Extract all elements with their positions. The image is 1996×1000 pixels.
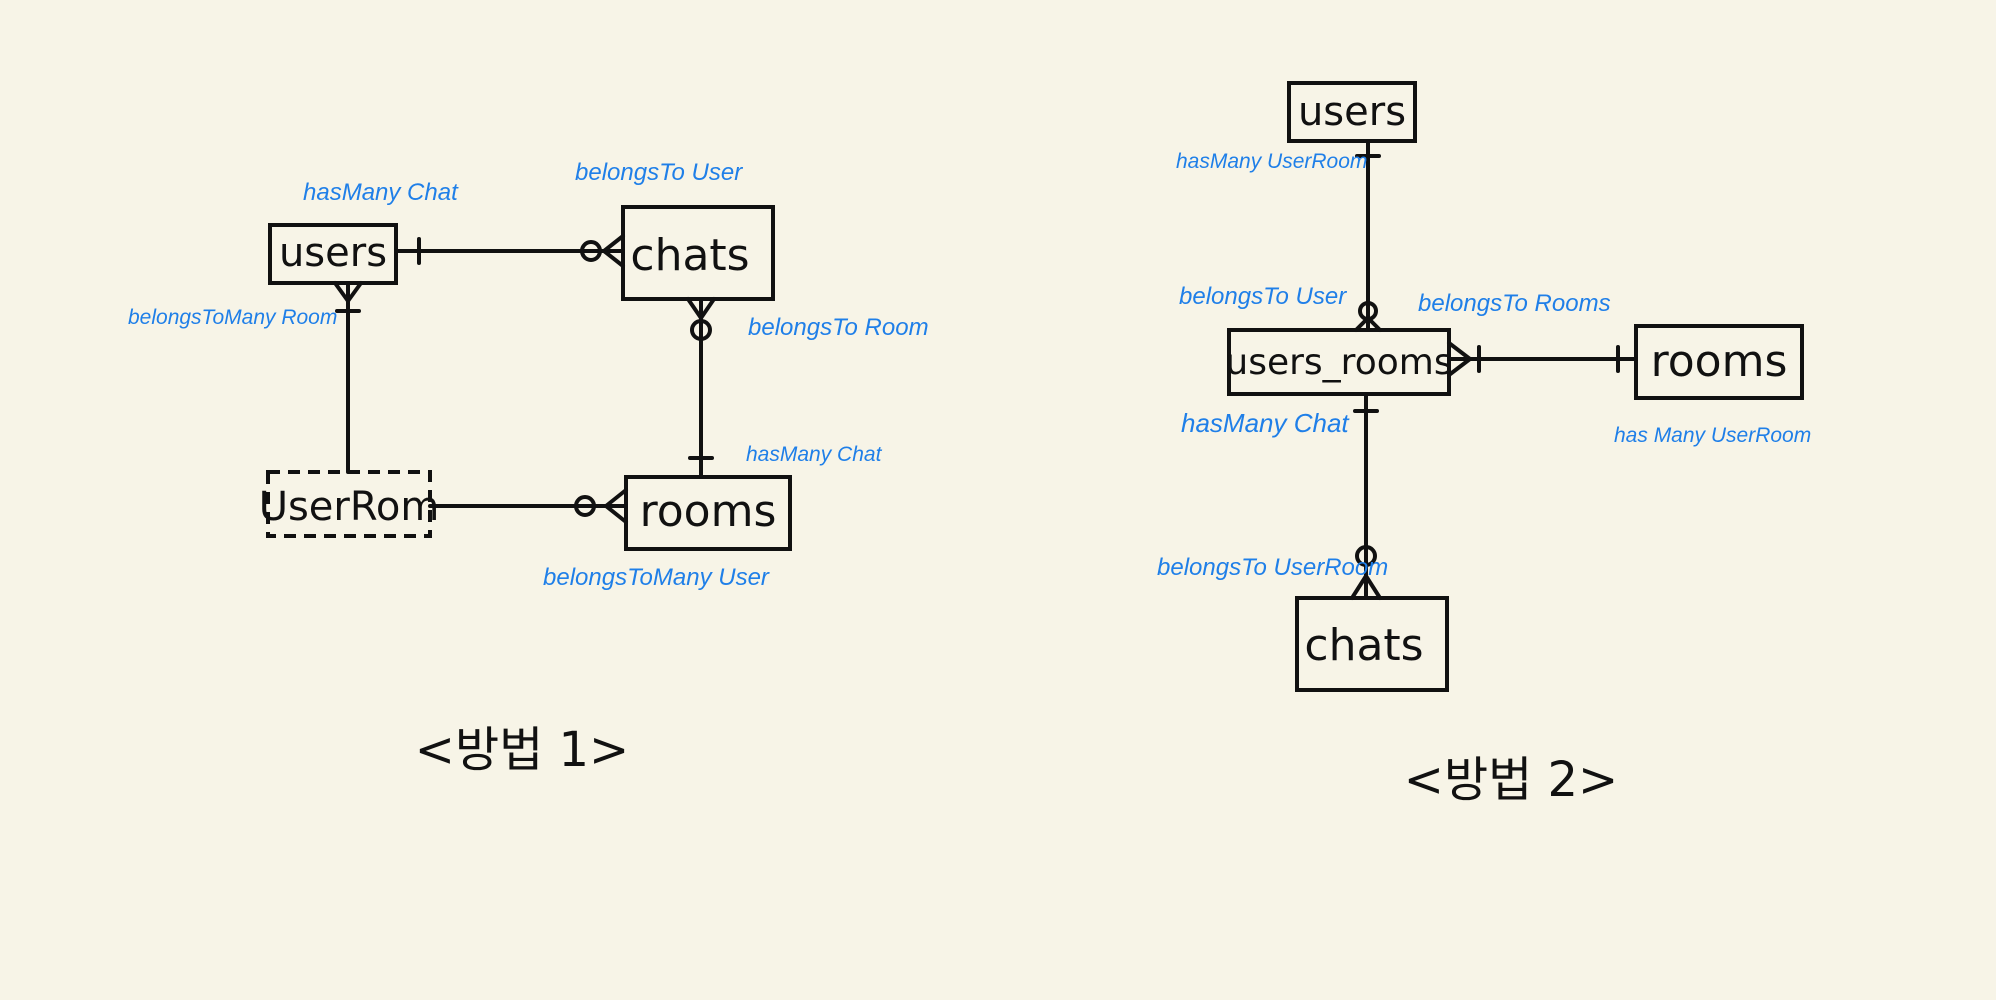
connector-chats-rooms-1 bbox=[686, 297, 716, 479]
rel-chats-belongsto-room-1: belongsTo Room bbox=[748, 314, 929, 341]
rel-usersrooms-belongsto-user-2: belongsTo User bbox=[1179, 283, 1347, 310]
entity-label: UserRom bbox=[259, 484, 440, 530]
rel-rooms-belongstomany-user-1: belongsToMany User bbox=[543, 564, 770, 591]
entity-rooms-2[interactable]: rooms bbox=[1634, 324, 1804, 400]
entity-userrom-1[interactable]: UserRom bbox=[259, 470, 440, 538]
rel-users-hasmany-chat-1: hasMany Chat bbox=[303, 179, 459, 206]
entity-chats-1[interactable]: chats bbox=[621, 205, 775, 301]
rel-chats-belongsto-user-1: belongsTo User bbox=[575, 159, 743, 186]
connector-users-userrom-1 bbox=[333, 281, 363, 474]
rel-rooms-hasmany-userroom-2: has Many UserRoom bbox=[1614, 424, 1811, 447]
diagram-1-caption: <방법 1> bbox=[415, 722, 630, 778]
entity-label: chats bbox=[1304, 620, 1423, 671]
diagram-2: users users_rooms rooms chats bbox=[1157, 81, 1811, 808]
rel-usersrooms-belongsto-rooms-2: belongsTo Rooms bbox=[1418, 290, 1611, 317]
diagram-1: users chats UserRom rooms bbox=[128, 159, 929, 778]
entity-label: users bbox=[1298, 89, 1406, 135]
entity-rooms-1[interactable]: rooms bbox=[624, 475, 792, 551]
entity-label: rooms bbox=[640, 486, 777, 537]
connector-userrom-rooms-1 bbox=[428, 488, 628, 524]
diagram-2-caption: <방법 2> bbox=[1404, 752, 1619, 808]
rel-chats-belongsto-userroom-2: belongsTo UserRoom bbox=[1157, 554, 1388, 581]
entity-label: users_rooms bbox=[1225, 342, 1452, 383]
connector-usersrooms-rooms-2 bbox=[1447, 341, 1638, 377]
connector-users-chats-1 bbox=[394, 234, 625, 268]
rel-rooms-hasmany-chat-1: hasMany Chat bbox=[746, 443, 883, 466]
entity-chats-2[interactable]: chats bbox=[1295, 596, 1449, 692]
entity-label: rooms bbox=[1651, 336, 1788, 387]
rel-users-belongstomany-room-1: belongsToMany Room bbox=[128, 306, 337, 329]
rel-users-hasmany-userroom-2: hasMany UserRoom bbox=[1176, 150, 1367, 173]
connector-usersrooms-chats-2 bbox=[1350, 392, 1382, 600]
rel-usersrooms-hasmany-chat-2: hasMany Chat bbox=[1181, 408, 1350, 438]
connector-users-usersrooms-2 bbox=[1354, 139, 1382, 332]
entity-users-2[interactable]: users bbox=[1287, 81, 1417, 143]
entity-label: users bbox=[279, 230, 387, 276]
entity-users-1[interactable]: users bbox=[268, 223, 398, 285]
entity-label: chats bbox=[630, 230, 749, 281]
entity-users-rooms-2[interactable]: users_rooms bbox=[1225, 328, 1453, 396]
